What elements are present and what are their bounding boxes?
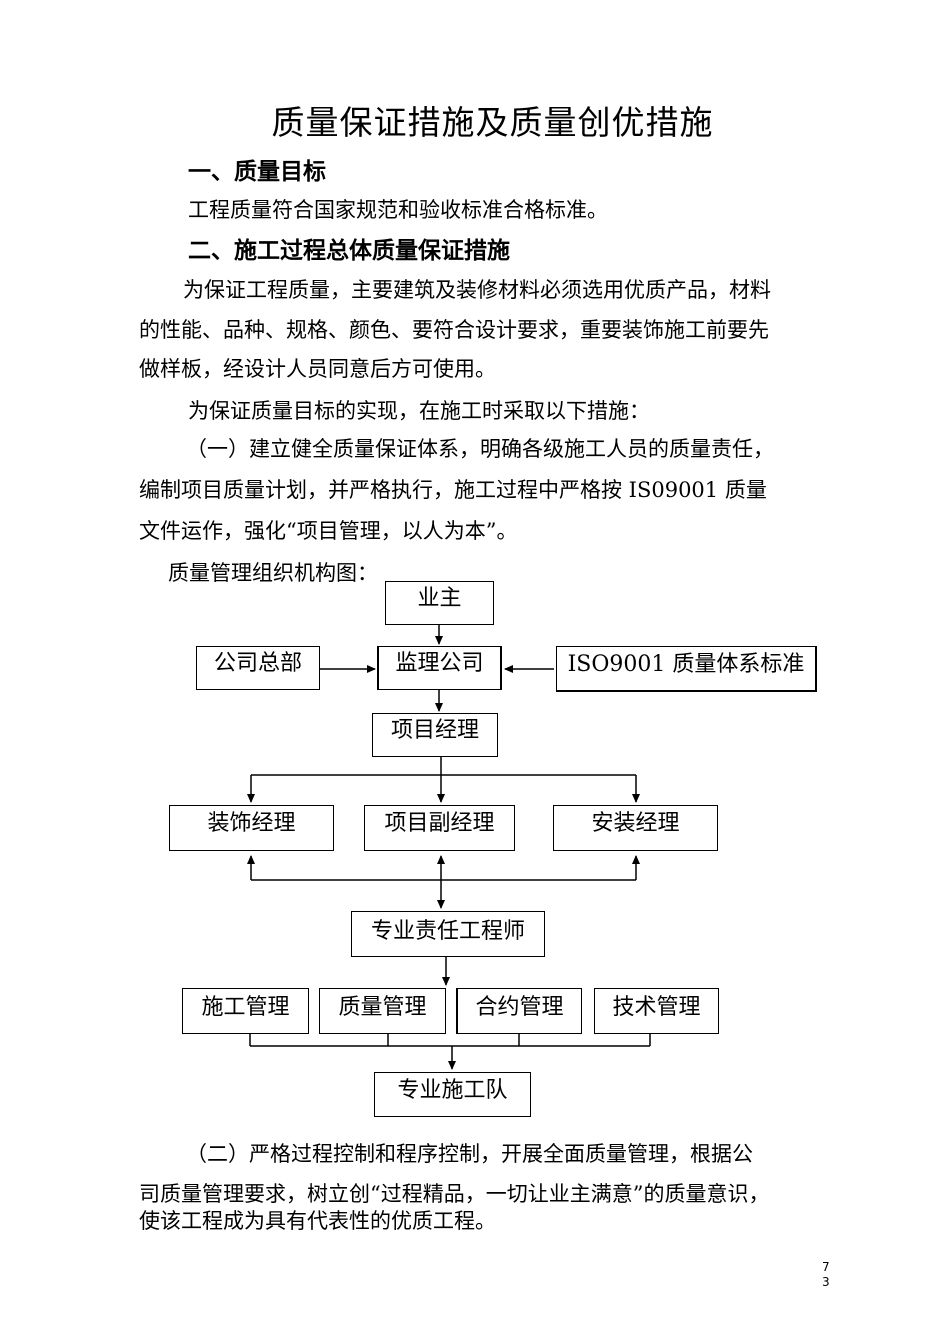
org-node-contract-mgmt: 合约管理 <box>456 988 582 1034</box>
org-node-label: 公司总部 <box>213 651 302 676</box>
org-node-construction-team: 专业施工队 <box>374 1072 531 1117</box>
org-node-construction-mgmt: 施工管理 <box>182 988 309 1034</box>
org-node-project-manager: 项目经理 <box>372 713 498 757</box>
paragraph-line: 为保证工程质量，主要建筑及装修材料必须选用优质产品，材料 <box>183 278 771 302</box>
org-node-label: 合约管理 <box>475 995 564 1020</box>
org-node-supervisor: 监理公司 <box>377 646 502 690</box>
document-title: 质量保证措施及质量创优措施 <box>271 103 714 142</box>
org-node-owner: 业主 <box>385 581 494 625</box>
page-number-digit: 3 <box>822 1275 830 1289</box>
org-node-chief-engineer: 专业责任工程师 <box>351 911 545 957</box>
org-node-technical-mgmt: 技术管理 <box>594 988 719 1034</box>
paragraph-line: 编制项目质量计划，并严格执行，施工过程中严格按 IS09001 质量 <box>139 478 767 502</box>
chart-caption: 质量管理组织机构图： <box>168 561 378 585</box>
org-node-deputy-manager: 项目副经理 <box>364 805 515 851</box>
org-node-iso-standard: ISO9001 质量体系标准 <box>556 646 817 692</box>
paragraph-line: （一）建立健全质量保证体系，明确各级施工人员的质量责任， <box>186 437 774 461</box>
quality-goal-text: 工程质量符合国家规范和验收标准合格标准。 <box>188 198 608 222</box>
page-number-digit: 7 <box>822 1260 830 1274</box>
paragraph-line: 的性能、品种、规格、颜色、要符合设计要求，重要装饰施工前要先 <box>139 318 769 342</box>
org-node-label: 业主 <box>417 586 462 611</box>
org-node-label: 专业施工队 <box>397 1078 508 1103</box>
org-node-label: 技术管理 <box>612 995 701 1020</box>
org-node-head-office: 公司总部 <box>196 646 320 690</box>
org-node-label: 施工管理 <box>201 995 290 1020</box>
org-node-quality-mgmt: 质量管理 <box>319 988 446 1034</box>
org-node-label: 安装经理 <box>591 811 680 836</box>
org-node-label: 装饰经理 <box>207 811 296 836</box>
org-node-label: 监理公司 <box>395 651 484 676</box>
paragraph-line: 文件运作，强化“项目管理，以人为本”。 <box>139 519 518 543</box>
section-heading-process-measures: 二、施工过程总体质量保证措施 <box>188 238 510 264</box>
org-node-decoration-manager: 装饰经理 <box>169 805 334 851</box>
org-node-label: 项目经理 <box>390 718 479 743</box>
org-node-installation-manager: 安装经理 <box>553 805 718 851</box>
paragraph-line: 使该工程成为具有代表性的优质工程。 <box>139 1209 496 1233</box>
org-node-label: 项目副经理 <box>384 811 495 836</box>
org-node-label: 质量管理 <box>338 995 427 1020</box>
page-number: 7 3 <box>822 1260 830 1290</box>
paragraph-line: 司质量管理要求，树立创“过程精品，一切让业主满意”的质量意识， <box>139 1182 770 1206</box>
paragraph-line: （二）严格过程控制和程序控制，开展全面质量管理，根据公 <box>186 1142 753 1166</box>
org-node-label: 专业责任工程师 <box>370 919 525 944</box>
paragraph-line: 为保证质量目标的实现，在施工时采取以下措施： <box>188 399 650 423</box>
section-heading-quality-goal: 一、质量目标 <box>188 159 326 185</box>
org-node-label: ISO9001 质量体系标准 <box>567 652 805 677</box>
paragraph-line: 做样板，经设计人员同意后方可使用。 <box>139 357 496 381</box>
